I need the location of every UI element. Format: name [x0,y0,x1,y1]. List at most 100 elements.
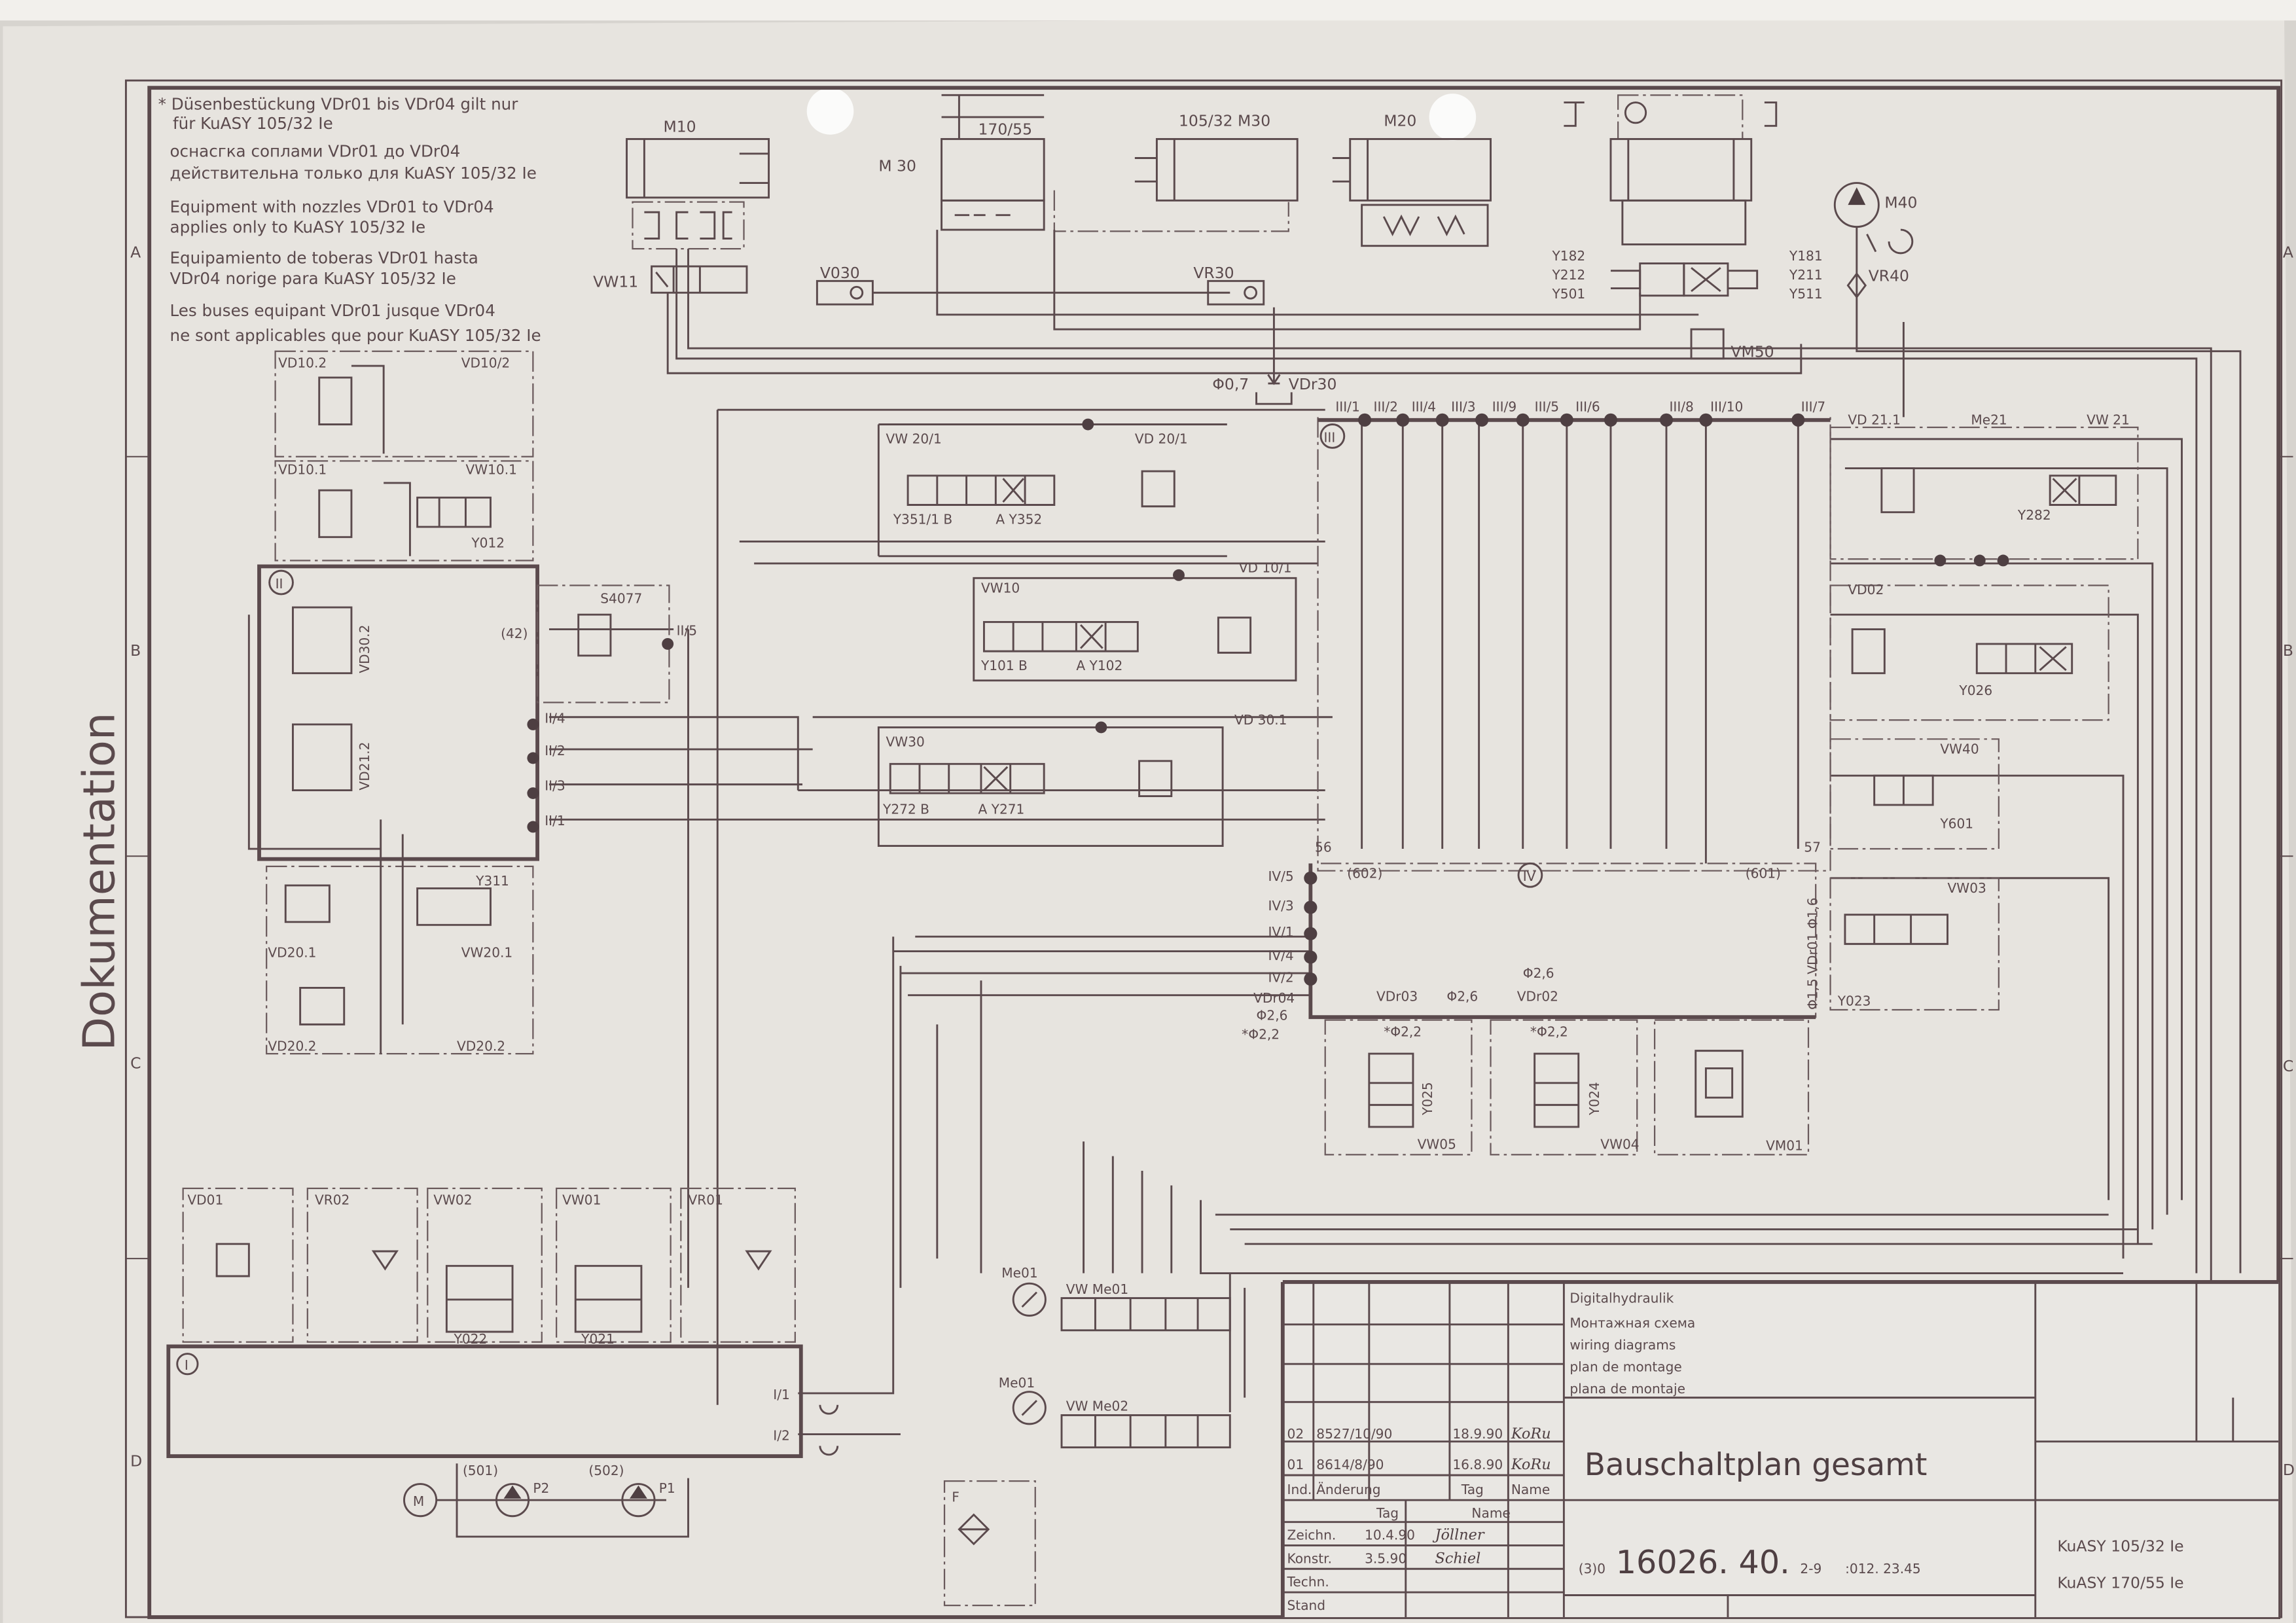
label-105-32: 105/32 M30 [1179,111,1270,130]
label-motor: M [413,1493,424,1509]
cylinder-m20 [1349,137,1492,202]
label-y272: Y272 B [882,801,929,817]
label-y022: Y022 [454,1331,488,1347]
label-filter: F [952,1489,960,1505]
label-vd10-1: VD10.1 [278,462,327,478]
zone-a: A [130,243,141,262]
revision-ind: 01 [1287,1457,1304,1472]
label-602: (602) [1347,866,1382,882]
port-iii-6: III/6 [1575,399,1600,414]
title-lang-ru: Монтажная схема [1570,1315,1695,1330]
revision-name: KoRu [1511,1456,1551,1473]
junction-dots [527,638,674,833]
label-block-iv: IV [1523,868,1536,884]
note-line: Les buses equipant VDr01 jusque VDr04 [170,301,495,320]
port-ii-4: II/4 [545,711,565,726]
note-line: ne sont applicables que pour KuASY 105/3… [170,326,541,345]
label-42: (42) [501,626,528,641]
label-vw-me02: VW Me02 [1066,1399,1128,1414]
port-i-1: I/1 [773,1387,790,1402]
zone-c: C [130,1054,141,1072]
label-m30: M 30 [878,157,916,175]
port-ii-1: II/1 [545,813,565,829]
top-actuators: M10 170/55 M 30 105/32 M30 M20 M40 VR40 … [593,94,1917,405]
label-vw02: VW02 [433,1192,472,1207]
manifold-iii: III III/1 III/2 III/4 III/3 III/9 III/5 … [1317,399,1831,872]
paper-top-strip [0,0,2296,21]
label-vd20-2: VD20.2 [268,1039,316,1054]
label-vd20-2b: VD20.2 [457,1039,505,1054]
drawing-title: Bauschaltplan gesamt [1585,1447,1928,1483]
zone-d: D [130,1452,142,1471]
zone-c-right: C [2283,1057,2293,1075]
note-line: für KuASY 105/32 Ie [173,114,333,133]
drawing-number-line: (3)0 16026. 40. 2-9 :012. 23.45 [1579,1543,1921,1581]
note-line: оснасгка соплами VDr01 до VDr04 [170,141,461,160]
multilingual-notes: * Düsenbestückung VDr01 bis VDr04 gilt n… [158,95,541,345]
label-y012: Y012 [471,535,505,550]
revision-ind: 02 [1287,1426,1304,1442]
pump-p2-icon [495,1483,530,1518]
label-56: 56 [1315,840,1332,855]
center-valves: VW 20/1 VD 20/1 Y351/1 B A Y352 VW10 VD … [882,418,1292,817]
inner-frame [147,86,2281,1619]
label-y101: Y101 B [980,658,1028,673]
drawing-suffix: 2-9 [1800,1561,1821,1577]
label-vd01: VD01 [187,1192,223,1207]
port-i-2: I/2 [773,1427,790,1443]
label-y601: Y601 [1939,816,1973,832]
label-vw21: VW 21 [2087,412,2130,428]
port-iii-4: III/4 [1412,399,1436,414]
label-vm01: VM01 [1766,1138,1803,1154]
revision-row: 02 8527/10/90 18.9.90 KoRu [1287,1425,1551,1442]
label-me01: Me01 [1001,1265,1037,1281]
label-vw01: VW01 [562,1192,601,1207]
revision-date: 16.8.90 [1452,1457,1503,1472]
port-iii-9: III/9 [1492,399,1516,414]
label-m10: M10 [663,117,696,135]
label-y271: A Y271 [978,801,1024,817]
label-vw20-1-center: VW 20/1 [886,431,942,447]
label-y024: Y024 [1587,1082,1602,1116]
label-vr40: VR40 [1869,266,1909,285]
label-m40: M40 [1884,194,1917,212]
revision-row: 01 8614/8/90 16.8.90 KoRu [1287,1456,1551,1473]
label-y311: Y311 [475,873,509,889]
label-vw05-dia: *Φ2,2 [1384,1024,1422,1039]
label-block-iii: III [1323,429,1335,445]
label-y023: Y023 [1837,993,1871,1008]
header-aenderung: Änderung [1316,1482,1380,1497]
label-y212: Y212 [1551,267,1585,283]
label-vdr30: VDr30 [1289,375,1337,393]
title-lang-fr: plan de montage [1570,1359,1682,1374]
label-501: (501) [463,1463,498,1478]
sign-role: Stand [1287,1597,1326,1613]
label-vw04-dia: *Φ2,2 [1530,1024,1568,1039]
pump-block-i: I VD01 VR02 VW02 VW01 VR01 Y022 Y021 I/1… [166,1187,1231,1607]
model-105-32: KuASY 105/32 Ie [2057,1537,2183,1555]
label-vr30: VR30 [1193,264,1234,282]
title-lang-de: Digitalhydraulik [1570,1290,1674,1306]
header-name: Name [1511,1482,1550,1497]
label-vw11: VW11 [593,272,638,291]
label-y211: Y211 [1789,267,1823,283]
revision-change: 8614/8/90 [1316,1457,1384,1472]
manifold-iv: IV 56 57 (602) (601) IV/5 IV/3 IV/1 IV/4… [1242,840,1821,1156]
label-vw40: VW40 [1940,741,1979,757]
title-lang-en: wiring diagrams [1570,1337,1676,1353]
port-dots [1358,413,1805,427]
label-v030: V030 [820,264,860,282]
label-vdr03-dia: Φ2,6 [1446,989,1478,1005]
side-title: Dokumentation [73,713,124,1051]
label-vd10-2b: VD10/2 [461,355,510,370]
label-p2: P2 [533,1480,549,1496]
label-vdr04-dia: Φ2,6 [1257,1008,1288,1024]
label-y182: Y182 [1551,248,1585,264]
label-vd21-2: VD21.2 [357,742,372,791]
drawing-prefix: (3)0 [1579,1561,1605,1577]
note-line: Equipment with nozzles VDr01 to VDr04 [170,197,494,216]
label-y282: Y282 [2017,507,2051,523]
gauge-me01-icon [1012,1282,1047,1317]
punch-hole [1429,94,1477,141]
